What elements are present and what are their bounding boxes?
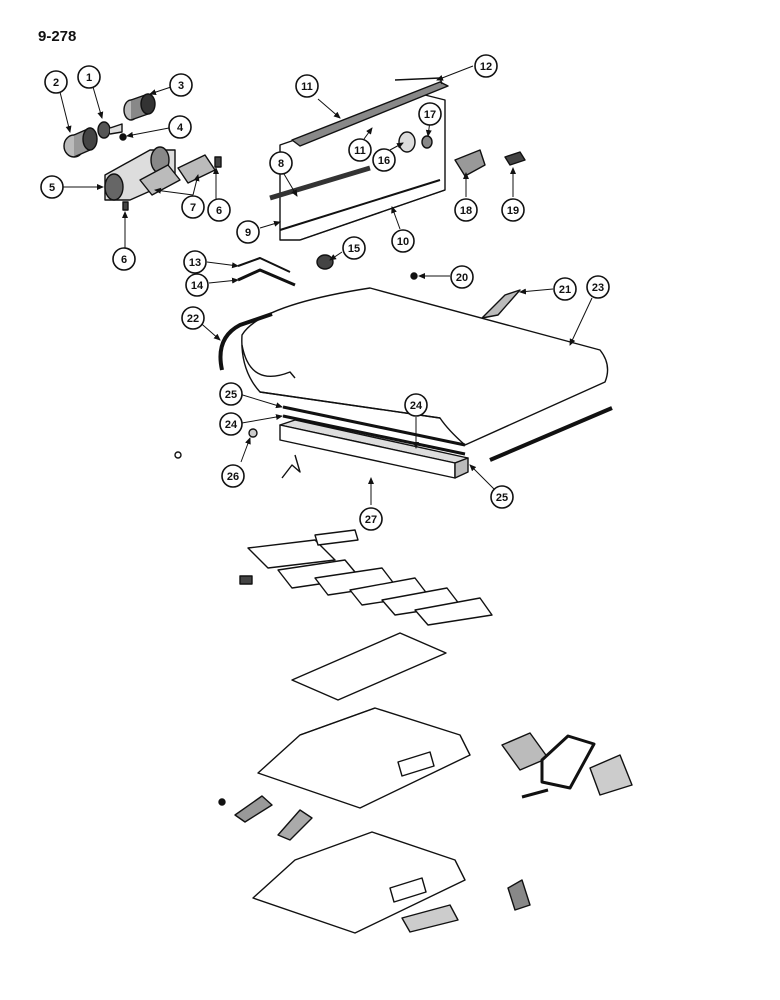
- page-number: 9-278: [38, 28, 77, 45]
- callout-15: 15: [342, 236, 366, 260]
- callout-10: 10: [391, 229, 415, 253]
- svg-text:6: 6: [121, 254, 127, 266]
- svg-text:1: 1: [86, 72, 92, 84]
- seal-24: [282, 414, 466, 456]
- grille-lower: [401, 904, 459, 933]
- svg-text:15: 15: [348, 243, 360, 255]
- svg-text:25: 25: [496, 492, 508, 504]
- spring-clip: [281, 454, 301, 479]
- part-20: [410, 272, 418, 280]
- knob-left: [63, 127, 98, 158]
- callout-3: 3: [169, 73, 193, 97]
- svg-text:24: 24: [225, 419, 238, 431]
- svg-text:6: 6: [216, 205, 222, 217]
- pin: [521, 788, 549, 799]
- callout-23: 23: [586, 275, 610, 299]
- callout-21: 21: [553, 277, 577, 301]
- callout-4: 4: [168, 115, 192, 139]
- svg-text:20: 20: [456, 272, 468, 284]
- callout-11-lower: 11: [348, 138, 372, 162]
- svg-text:9: 9: [245, 227, 251, 239]
- svg-text:21: 21: [559, 284, 571, 296]
- callout-9: 9: [236, 220, 260, 244]
- callout-26: 26: [221, 464, 245, 488]
- callout-1: 1: [77, 65, 101, 89]
- callout-6-lower: 6: [112, 247, 136, 271]
- knob-right: [123, 93, 156, 121]
- callout-5: 5: [40, 175, 64, 199]
- svg-text:8: 8: [278, 158, 284, 170]
- shaft: [97, 121, 123, 139]
- part-26: [248, 428, 258, 438]
- callout-18: 18: [454, 198, 478, 222]
- trim-22: [218, 312, 273, 371]
- seal-25: [282, 405, 466, 447]
- callout-11-upper: 11: [295, 74, 319, 98]
- svg-text:18: 18: [460, 205, 472, 217]
- clip-19: [504, 151, 526, 166]
- callout-22: 22: [181, 306, 205, 330]
- screw-hood: [218, 798, 226, 806]
- hood-lower: [252, 831, 466, 934]
- clip-4: [119, 133, 127, 141]
- svg-text:4: 4: [177, 122, 184, 134]
- callout-16: 16: [372, 148, 396, 172]
- part-loose: [174, 451, 182, 459]
- svg-text:22: 22: [187, 313, 199, 325]
- svg-text:25: 25: [225, 389, 237, 401]
- vent-21: [481, 289, 521, 319]
- svg-text:16: 16: [378, 155, 390, 167]
- callout-25-right: 25: [490, 485, 514, 509]
- rod-13: [237, 257, 291, 273]
- channel-27: [279, 419, 469, 479]
- svg-text:12: 12: [480, 61, 492, 73]
- callout-20: 20: [450, 265, 474, 289]
- svg-text:5: 5: [49, 182, 55, 194]
- callout-24-left: 24: [219, 412, 243, 436]
- callout-14: 14: [185, 273, 209, 297]
- screw-6-lower: [122, 201, 129, 211]
- svg-text:13: 13: [189, 257, 201, 269]
- hood-upper: [257, 707, 471, 809]
- lens-b: [589, 754, 633, 796]
- svg-text:26: 26: [227, 471, 239, 483]
- callout-8: 8: [269, 151, 293, 175]
- svg-text:3: 3: [178, 80, 184, 92]
- rear-rod: [489, 406, 613, 462]
- svg-text:10: 10: [397, 236, 409, 248]
- callout-6-upper: 6: [207, 198, 231, 222]
- latch-left: [234, 795, 273, 823]
- bracket-18: [454, 149, 486, 177]
- screw-6-upper: [214, 156, 222, 168]
- flat-panel: [291, 632, 447, 701]
- leader-lines: [59, 65, 593, 505]
- top-cover: [241, 287, 609, 446]
- callout-27: 27: [359, 507, 383, 531]
- svg-text:7: 7: [190, 202, 196, 214]
- lens-frame: [540, 734, 596, 790]
- svg-text:19: 19: [507, 205, 519, 217]
- svg-text:23: 23: [592, 282, 604, 294]
- callout-7: 7: [181, 195, 205, 219]
- svg-text:27: 27: [365, 514, 377, 526]
- callout-24-right: 24: [404, 393, 428, 417]
- callout-13: 13: [183, 250, 207, 274]
- svg-text:2: 2: [53, 77, 59, 89]
- callout-12: 12: [474, 54, 498, 78]
- callout-19: 19: [501, 198, 525, 222]
- rod-14: [237, 268, 296, 287]
- bracket-lower: [507, 879, 531, 911]
- svg-text:11: 11: [354, 145, 366, 157]
- part-15: [316, 254, 334, 270]
- svg-text:17: 17: [424, 109, 436, 121]
- vent-small: [277, 809, 313, 841]
- callout-25-left: 25: [219, 382, 243, 406]
- svg-text:11: 11: [301, 81, 313, 93]
- svg-text:24: 24: [410, 400, 423, 412]
- callout-2: 2: [44, 70, 68, 94]
- filter-panels: [239, 529, 493, 626]
- callout-17: 17: [418, 102, 442, 126]
- svg-text:14: 14: [191, 280, 204, 292]
